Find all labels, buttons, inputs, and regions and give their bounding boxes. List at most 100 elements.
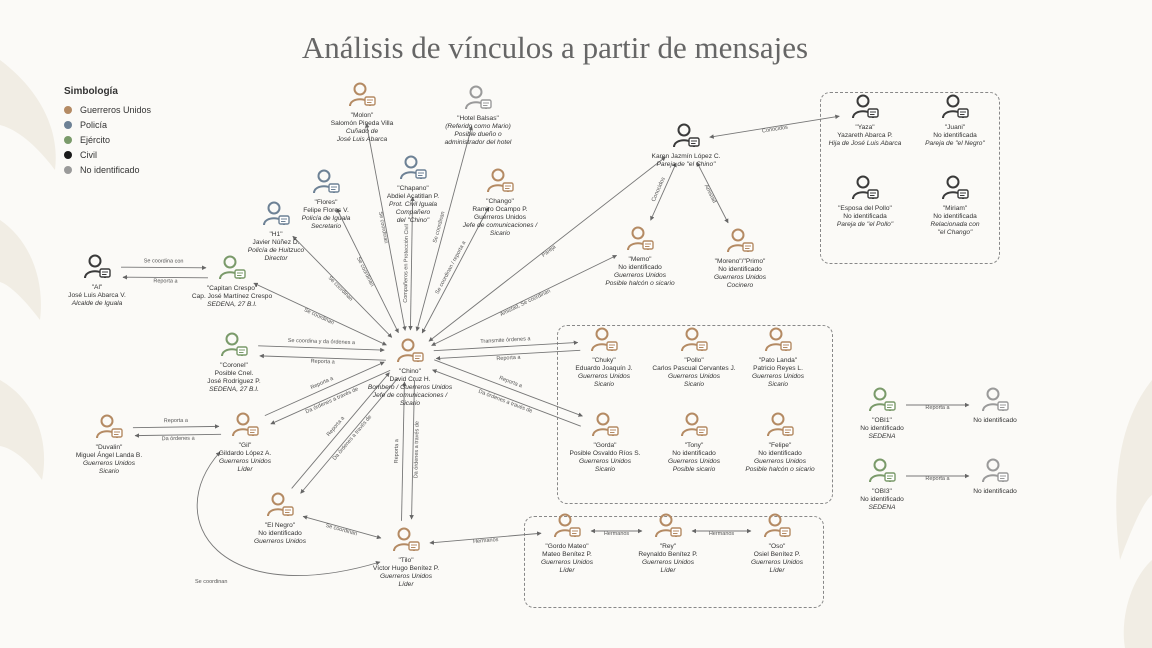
caption-line: Policía de Iguala	[301, 215, 351, 222]
person-icon	[942, 94, 969, 119]
caption-line: Guerreros Unidos	[667, 458, 721, 465]
caption-line: Ramiro Ocampo P.	[472, 206, 528, 213]
caption-line: "Capitan Crespo"	[206, 285, 258, 292]
legend-label: Ejército	[80, 134, 111, 145]
edge-label: Se coordinan	[377, 211, 389, 244]
caption-line: Prot. Civil Iguala	[388, 201, 437, 208]
person-icon	[487, 168, 514, 193]
node-caption: "Chango"Ramiro Ocampo P.Guerreros Unidos…	[425, 198, 575, 238]
caption-line: "Memo"	[628, 256, 652, 263]
caption-line: "Tilo"	[398, 557, 414, 564]
person-icon	[869, 458, 896, 483]
edge-line	[258, 345, 385, 353]
person-icon	[393, 527, 420, 552]
caption-line: Líder	[237, 466, 253, 473]
caption-line: Carlos Pascual Cervantes J.	[652, 365, 736, 372]
caption-line: Sicario	[593, 381, 615, 388]
person-icon	[727, 228, 754, 253]
caption-line: Miguel Ángel Landa B.	[75, 452, 143, 459]
edge-label: Hermanos	[604, 531, 630, 537]
edge-line	[432, 369, 581, 427]
node-caption: "Pato Landa"Patricio Reyes L.Guerreros U…	[703, 357, 853, 389]
caption-line: Alcalde de Iguala	[71, 300, 123, 307]
edge-label: Reporta a	[164, 418, 189, 424]
caption-line: "Juani"	[944, 124, 966, 131]
caption-line: "Gorda"	[593, 442, 617, 449]
edge-label: Se coordinan	[327, 275, 354, 302]
node-caption: "Pollo"Carlos Pascual Cervantes J.Guerre…	[619, 357, 769, 389]
caption-line: Posible halcón o sicario	[745, 466, 815, 473]
caption-line: No identificado	[973, 417, 1017, 424]
caption-line: "Flores"	[314, 199, 338, 206]
edge-label: Reporta a	[153, 278, 178, 284]
person-icon	[673, 123, 700, 148]
edge-line	[364, 123, 407, 331]
node-caption: "Rey"Reynaldo Benítez P.Guerreros Unidos…	[593, 543, 743, 575]
edge-label: Reporta a	[925, 405, 950, 411]
caption-line: Pareja de "el Pollo"	[836, 221, 894, 228]
caption-line: Guerreros Unidos	[641, 559, 695, 566]
legend-swatch	[64, 150, 72, 159]
node-caption: "Capitan Crespo"Cap. José Martínez Cresp…	[157, 285, 307, 309]
caption-line: SEDENA, 27 B.I.	[209, 386, 259, 393]
node-caption: "Chapano"Abdiel Acatitlan P.Prot. Civil …	[338, 185, 488, 225]
caption-line: Posible dueño o	[454, 131, 502, 138]
caption-line: Compañero	[395, 209, 431, 216]
edge-label: Se coordinan / reporta a	[435, 239, 468, 295]
node-caption: "Flores"Felipe Flores V.Policía de Igual…	[251, 199, 401, 231]
caption-line: Patricio Reyes L.	[753, 365, 803, 372]
caption-line: Líder	[398, 581, 414, 588]
caption-line: Guerreros Unidos	[379, 573, 433, 580]
caption-line: "H1"	[269, 231, 283, 238]
edge-line	[134, 433, 222, 438]
node-caption: No identificado	[920, 417, 1070, 425]
caption-line: Abdiel Acatitlan P.	[386, 193, 440, 200]
legend-label: Policía	[80, 119, 108, 130]
legend-item-no-identificado: No identificado	[64, 162, 151, 177]
caption-line: Posible halcón o sicario	[605, 280, 675, 287]
edge-line	[696, 161, 729, 224]
legend-item-ejercito: Ejército	[64, 132, 151, 147]
caption-line: Líder	[660, 567, 676, 574]
caption-line: Guerreros Unidos	[540, 559, 594, 566]
node-caption: "Chino"David Cruz H.Bombero / Guerreros …	[335, 368, 485, 408]
caption-line: SEDENA	[868, 433, 896, 440]
caption-line: David Cruz H.	[389, 376, 431, 383]
caption-line: "Pollo"	[684, 357, 704, 364]
caption-line: No identificado	[973, 488, 1017, 495]
caption-line: Víctor Hugo Benítez P.	[372, 565, 440, 572]
legend-title: Simbología	[64, 86, 118, 97]
caption-line: Guerreros Unidos	[713, 274, 767, 281]
edge-curve	[196, 451, 381, 576]
caption-line: Sicario	[98, 468, 120, 475]
edge-label: Reporta a	[498, 375, 524, 390]
person-icon	[219, 255, 246, 280]
caption-line: Osiel Benítez P.	[753, 551, 801, 558]
caption-line: Guerreros Unidos	[751, 373, 805, 380]
caption-line: Sicario	[767, 381, 789, 388]
legend-label: Civil	[80, 149, 97, 160]
caption-line: Salomón Pineda Villa	[330, 120, 394, 127]
edge-line	[122, 274, 208, 280]
caption-line: No identificado	[718, 266, 762, 273]
caption-line: Sicario	[683, 381, 705, 388]
caption-line: (Referido como Mario)	[445, 123, 511, 130]
caption-line: Posible sicario	[672, 466, 716, 473]
edge-label: Se coordina y da órdenes a	[288, 338, 356, 346]
person-icon	[869, 387, 896, 412]
edge-label: Se coordinan	[303, 307, 335, 326]
node-caption: "Gorda"Posible Osvaldo Ríos S.Guerreros …	[530, 442, 680, 474]
sicarios-group-box	[557, 325, 833, 504]
legend-swatch	[64, 120, 72, 129]
edge-line	[132, 424, 220, 429]
caption-line: Director	[264, 255, 288, 262]
person-icon	[221, 332, 248, 357]
person-icon	[681, 327, 708, 352]
